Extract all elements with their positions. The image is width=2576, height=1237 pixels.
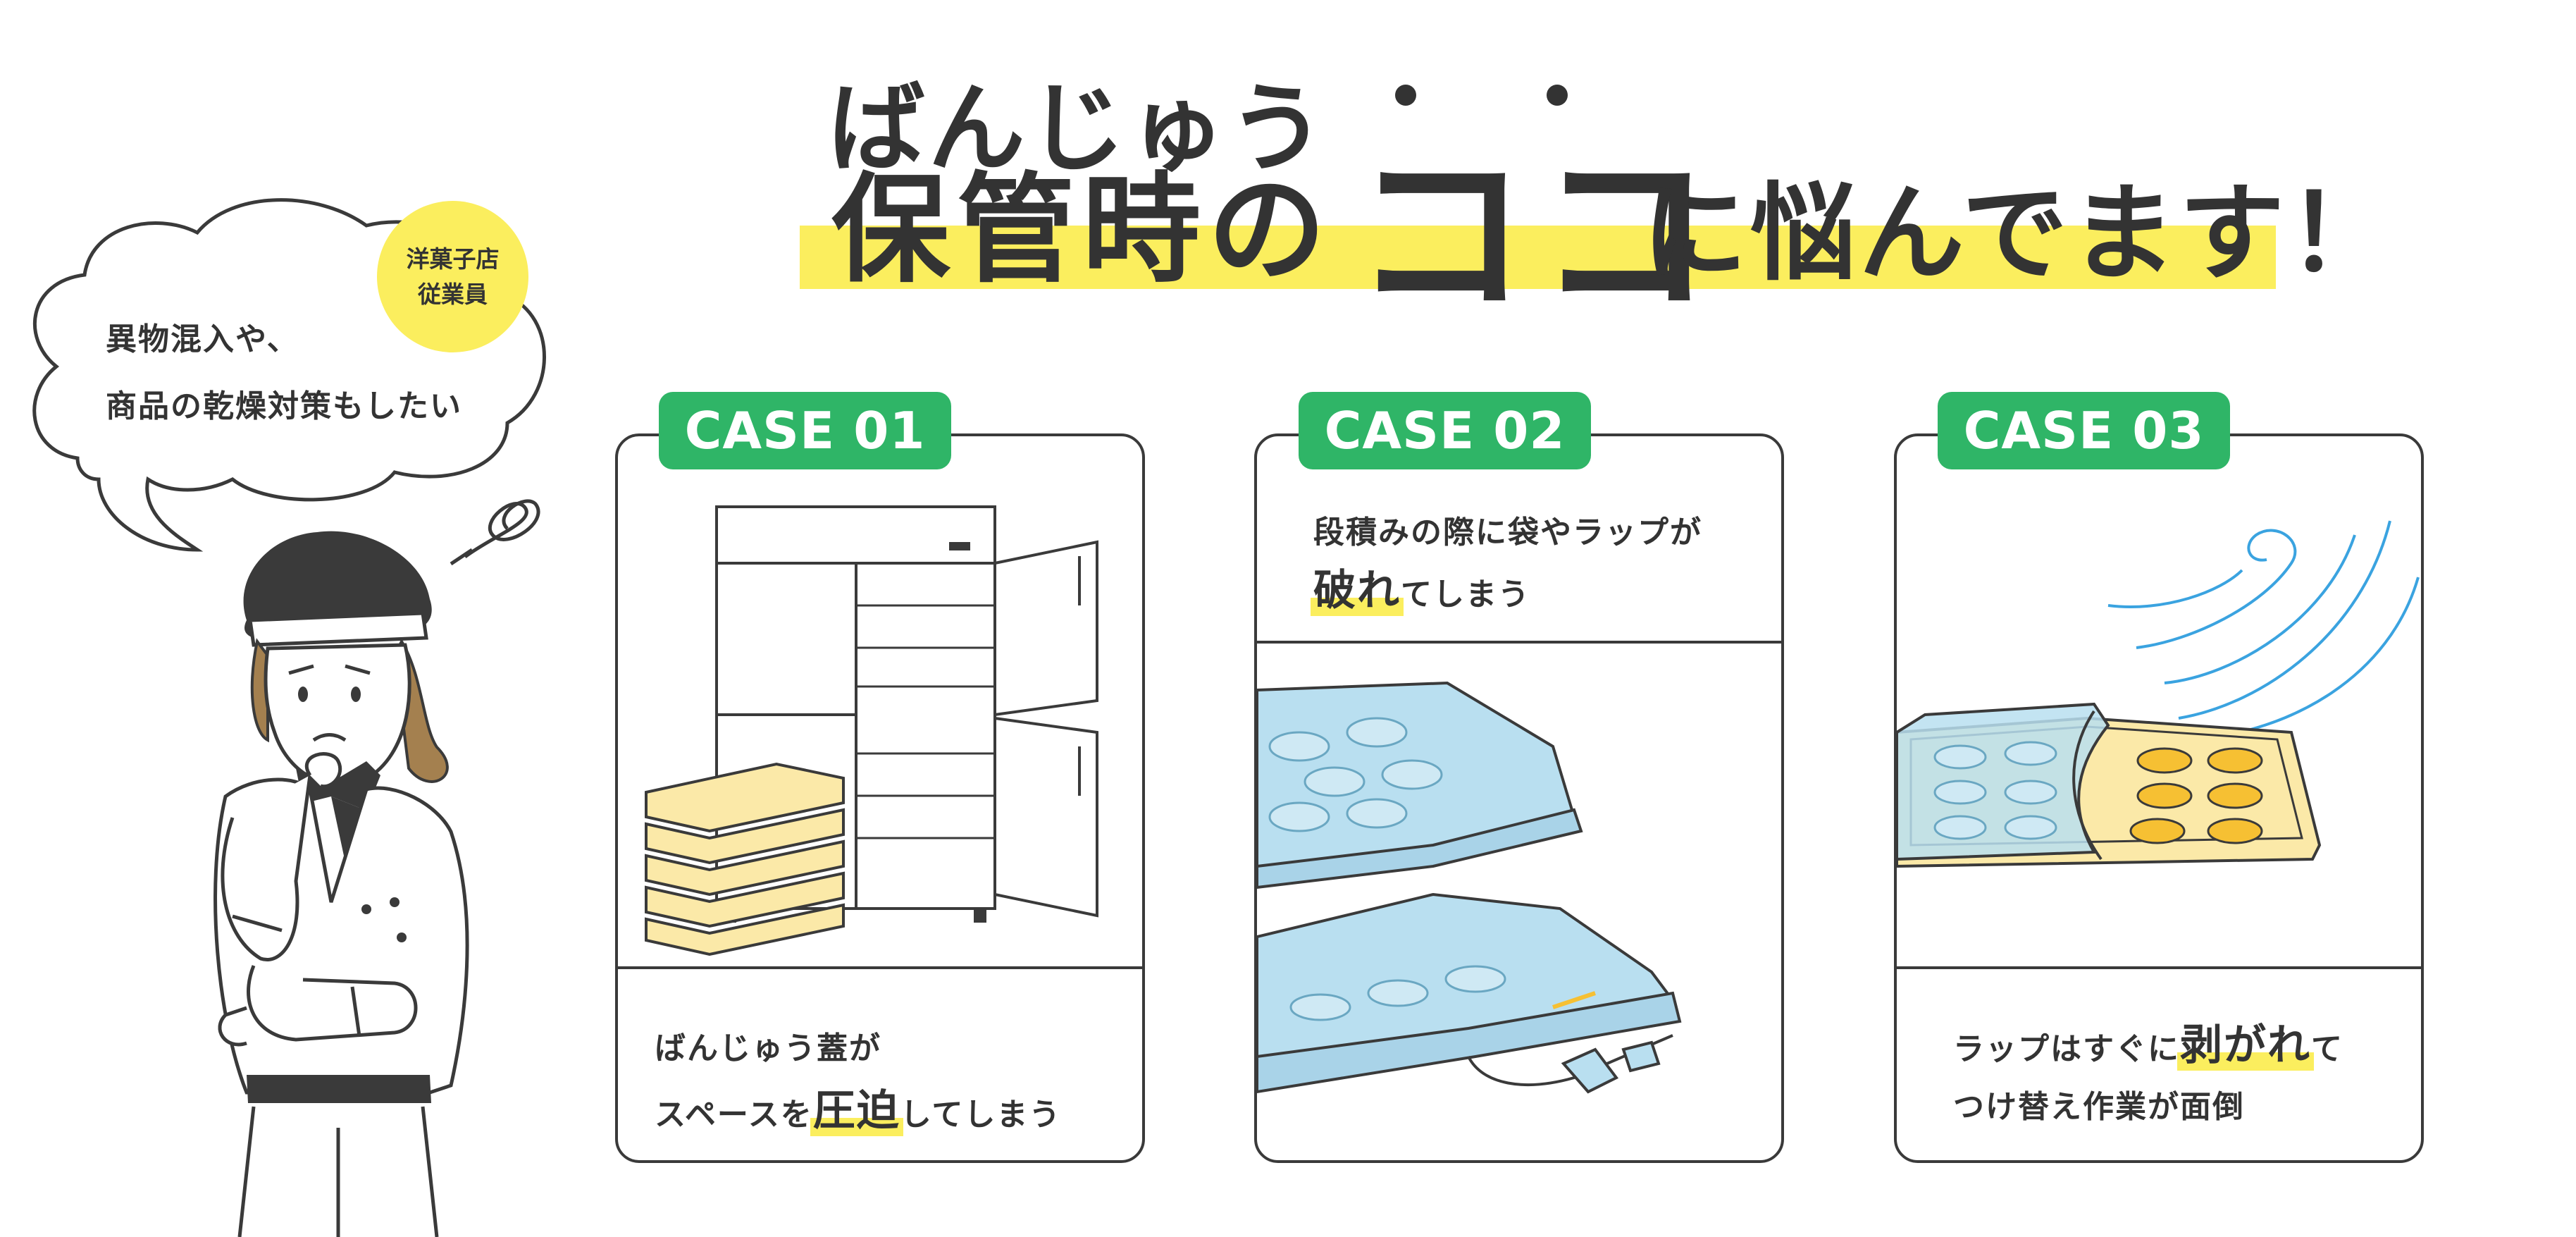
emphasis-dot-2 (1547, 85, 1568, 106)
emphasis-dot-1 (1395, 85, 1416, 106)
title-part-b: に悩んでます！ (1642, 173, 2396, 295)
case-01-divider (618, 966, 1142, 969)
case-02-caption-line-2: 破れてしまう (1311, 556, 1781, 617)
case-01-caption-line-1: ばんじゅう蓋が (655, 1030, 881, 1066)
case-03-card: ラップはすぐに剥がれて つけ替え作業が面倒 (1894, 433, 2424, 1163)
case-01-tab: CASE 01 (659, 392, 951, 469)
title-highlight-band (800, 226, 2276, 289)
case-02-tab: CASE 02 (1299, 392, 1591, 469)
badge-line-2: 従業員 (418, 280, 488, 308)
case-01-caption-line-2: スペースを圧迫してしまう (655, 1076, 1142, 1138)
case-01-caption-post: してしまう (900, 1097, 1062, 1133)
refrigerator-illustration (645, 505, 1098, 956)
case-02-caption-emph: 破れ (1311, 556, 1404, 617)
case-01-card: ばんじゅう蓋が スペースを圧迫してしまう (615, 433, 1145, 1163)
bubble-text-line-2: 商品の乾燥対策もしたい (106, 388, 462, 424)
case-02-caption-post: てしまう (1401, 577, 1530, 613)
chef-hat (243, 531, 432, 638)
torn-wrap-illustration (1257, 681, 1682, 1094)
peeling-wrap-illustration (1897, 520, 2420, 868)
case-01-caption-emph: 圧迫 (810, 1076, 903, 1138)
worry-swirl-icon (464, 499, 540, 559)
badge-line-1: 洋菓子店 (406, 245, 500, 273)
title-line-2: 保管時の ココ に悩んでます！ (831, 133, 2394, 338)
case-02-divider (1257, 641, 1781, 644)
wind-icon (2107, 520, 2420, 741)
case-02-caption-line-1: 段積みの際に袋やラップが (1313, 515, 1702, 550)
speaker-illustration (32, 198, 546, 1237)
title-line-1: ばんじゅう (828, 72, 1329, 185)
case-03-tab: CASE 03 (1938, 392, 2230, 469)
title-part-a: 保管時の (831, 161, 1333, 299)
speaker-badge: 洋菓子店 従業員 (377, 201, 528, 352)
case-03-caption-line-1: ラップはすぐに剥がれて (1953, 1011, 2421, 1072)
title-koko: ココ (1353, 133, 1722, 338)
case-01-caption-pre: スペースを (655, 1097, 813, 1133)
case-03-caption-line-2: つけ替え作業が面倒 (1953, 1089, 2245, 1125)
bubble-text-line-1: 異物混入や、 (106, 321, 299, 357)
stacked-lids (645, 762, 845, 956)
case-03-caption-post: て (2311, 1031, 2343, 1067)
case-03-divider (1897, 966, 2421, 969)
case-03-caption-emph: 剥がれ (2177, 1011, 2314, 1072)
case-02-card: 段積みの際に袋やラップが 破れてしまう (1254, 433, 1784, 1163)
case-03-caption-pre: ラップはすぐに (1953, 1031, 2180, 1067)
